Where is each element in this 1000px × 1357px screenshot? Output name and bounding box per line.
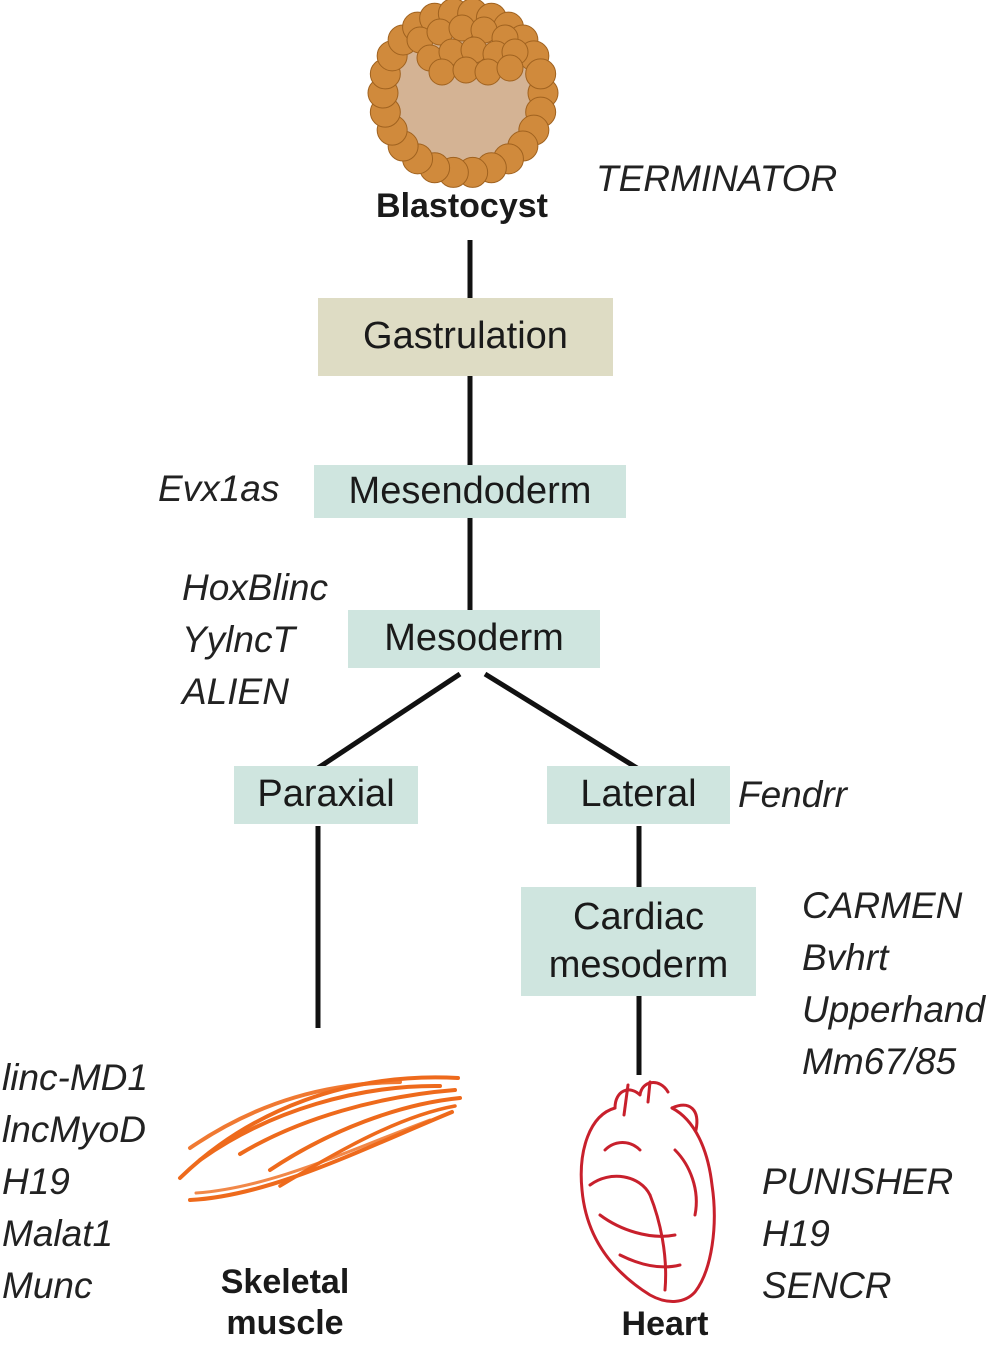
mesoderm-label: Mesoderm [384, 617, 564, 660]
gene-mm67-85: Mm67/85 [802, 1041, 957, 1082]
cardiac-mesoderm-box: Cardiac mesoderm [521, 887, 756, 996]
heart-label: Heart [621, 1305, 709, 1343]
gene-h19-muscle: H19 [2, 1161, 70, 1202]
gastrulation-box: Gastrulation [318, 298, 613, 376]
gene-malat1: Malat1 [2, 1213, 114, 1254]
blastocyst-inner-cell [428, 58, 456, 86]
connector-lines [315, 240, 642, 1075]
gene-alien: ALIEN [182, 671, 289, 712]
lateral-box: Lateral [547, 766, 730, 824]
gene-punisher: PUNISHER [762, 1161, 954, 1202]
gene-munc: Munc [2, 1265, 93, 1306]
paraxial-box: Paraxial [234, 766, 418, 824]
gene-yylnct: YylncT [182, 619, 296, 660]
lateral-label: Lateral [580, 773, 697, 816]
mesoderm-box: Mesoderm [348, 610, 600, 668]
gene-sencr: SENCR [762, 1265, 892, 1306]
connector-mesoderm-lateral [483, 671, 639, 771]
skeletal-muscle-label: Skeletal muscle [190, 1262, 380, 1344]
cardiac-mesoderm-label-line1: Cardiac [573, 896, 704, 938]
gene-carmen: CARMEN [802, 885, 963, 926]
skeletal-muscle-label-line2: muscle [226, 1303, 344, 1342]
blastocyst-icon [367, 0, 559, 188]
gene-evx1as: Evx1as [158, 468, 280, 509]
mesendoderm-box: Mesendoderm [314, 465, 626, 518]
skeletal-muscle-label-line1: Skeletal [220, 1263, 350, 1301]
mesendoderm-label: Mesendoderm [348, 469, 592, 512]
muscle-fibers-icon [178, 1075, 462, 1202]
cardiac-mesoderm-gene-list: CARMEN Bvhrt Upperhand Mm67/85 [802, 880, 985, 1088]
gene-bvhrt: Bvhrt [802, 937, 889, 978]
gene-linc-md1: linc-MD1 [2, 1057, 148, 1098]
heart-gene-list: PUNISHER H19 SENCR [762, 1156, 953, 1312]
blastocyst-inner-cell [474, 58, 502, 86]
paraxial-label: Paraxial [257, 773, 395, 816]
mesoderm-gene-list: HoxBlinc YylncT ALIEN [182, 562, 328, 718]
connector-mesoderm-paraxial [316, 671, 462, 771]
gene-hoxblinc: HoxBlinc [182, 567, 328, 608]
gene-h19-heart: H19 [762, 1213, 830, 1254]
cardiac-mesoderm-label-line2: mesoderm [548, 943, 729, 986]
heart-icon [579, 1080, 716, 1303]
blastocyst-outer-cell [525, 58, 557, 90]
gene-terminator: TERMINATOR [596, 158, 838, 199]
blastocyst-inner-cell [496, 54, 524, 82]
gastrulation-label: Gastrulation [363, 315, 568, 358]
gene-upperhand: Upperhand [802, 989, 986, 1030]
skeletal-muscle-gene-list: linc-MD1 lncMyoD H19 Malat1 Munc [2, 1052, 148, 1312]
gene-fendrr: Fendrr [738, 774, 847, 815]
blastocyst-label: Blastocyst [376, 187, 548, 225]
gene-lncmyod: lncMyoD [2, 1109, 146, 1150]
